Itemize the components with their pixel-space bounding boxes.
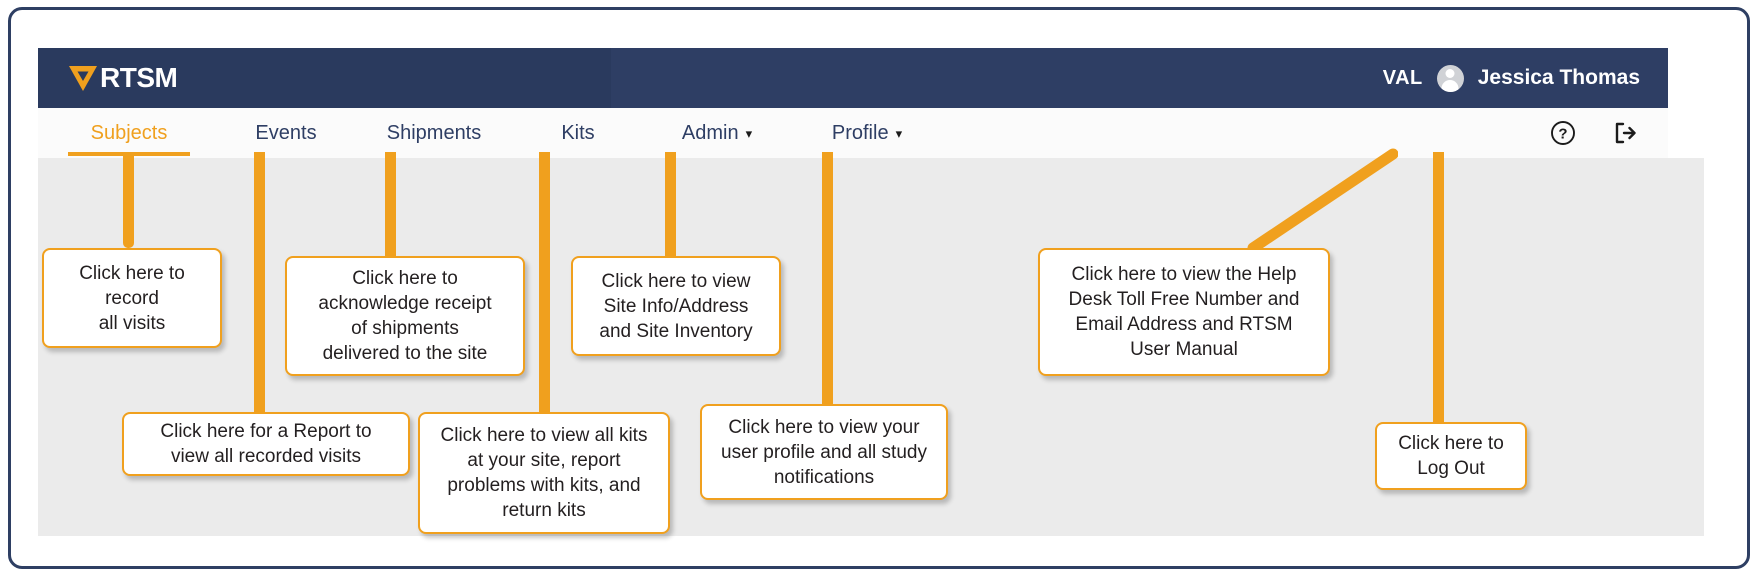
content-right-gutter [1668,48,1704,158]
connector-events [254,152,265,412]
main-navigation-bar: Subjects Events Shipments Kits Admin ▾ P… [38,108,1668,159]
nav-item-list: Subjects Events Shipments Kits Admin ▾ P… [38,108,932,158]
nav-item-kits-label: Kits [561,121,595,144]
nav-item-subjects[interactable]: Subjects [68,108,190,158]
nav-item-profile[interactable]: Profile ▾ [802,108,932,158]
callout-profile: Click here to view your user profile and… [700,404,948,500]
environment-label: VAL [1382,66,1423,89]
top-bar-left-panel [38,48,611,108]
chevron-down-icon: ▾ [895,125,903,141]
nav-item-kits[interactable]: Kits [528,108,628,158]
nav-item-shipments-label: Shipments [386,121,482,144]
connector-logout [1433,152,1444,422]
callout-logout: Click here to Log Out [1375,422,1527,490]
callout-help: Click here to view the Help Desk Toll Fr… [1038,248,1330,376]
avatar-head [1445,68,1455,78]
top-bar: RTSM VAL Jessica Thomas [38,48,1668,108]
callout-subjects: Click here to record all visits [42,248,222,348]
chevron-down-icon: ▾ [745,125,753,141]
nav-item-admin[interactable]: Admin ▾ [652,108,782,158]
user-avatar-icon[interactable] [1436,64,1464,92]
connector-profile [822,152,833,404]
connector-subjects [123,152,134,248]
top-bar-user-area: VAL Jessica Thomas [1383,48,1640,108]
nav-item-subjects-label: Subjects [90,121,168,144]
app-logo-text: RTSM [100,62,178,93]
callout-shipments: Click here to acknowledge receipt of shi… [285,256,525,376]
user-name-label[interactable]: Jessica Thomas [1477,66,1640,89]
callout-admin: Click here to view Site Info/Address and… [571,256,781,356]
veeva-v-icon [69,66,97,91]
nav-action-icons: ? [1550,108,1638,158]
connector-kits [539,152,550,412]
application-screenshot: RTSM VAL Jessica Thomas Subjects Events [38,48,1704,536]
svg-text:?: ? [1558,126,1567,143]
logout-icon[interactable] [1612,120,1638,146]
help-icon[interactable]: ? [1550,120,1576,146]
app-logo[interactable]: RTSM [68,61,178,95]
callout-events: Click here for a Report to view all reco… [122,412,410,476]
connector-shipments [385,152,396,256]
nav-item-events[interactable]: Events [226,108,346,158]
nav-item-admin-label: Admin [681,121,739,144]
nav-item-events-label: Events [255,121,317,144]
connector-admin [665,152,676,256]
nav-item-shipments[interactable]: Shipments [364,108,504,158]
callout-kits: Click here to view all kits at your site… [418,412,670,534]
avatar-body [1441,79,1459,92]
nav-item-profile-label: Profile [831,121,889,144]
